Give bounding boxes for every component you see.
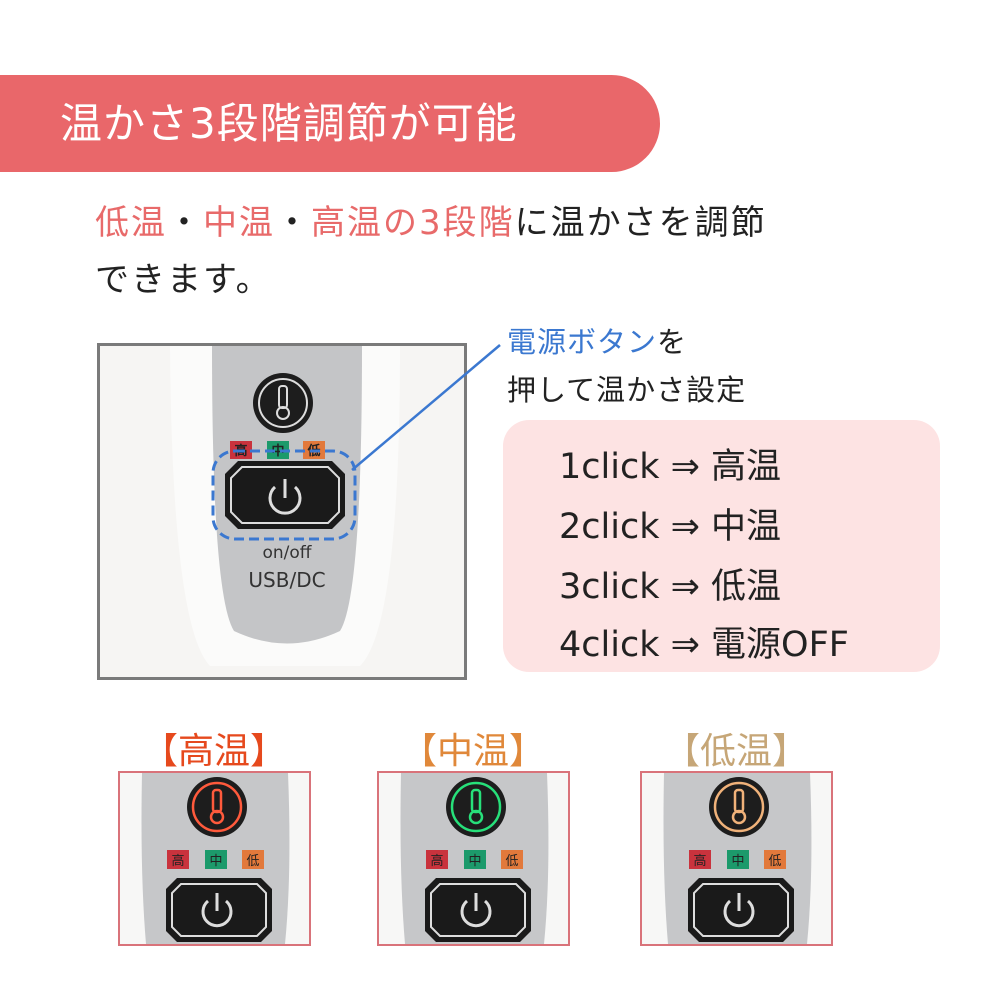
state-label-low: 【低温】 — [663, 731, 808, 772]
onoff-label: on/off — [262, 543, 312, 563]
thermometer-icon — [446, 777, 506, 837]
callout-line-2: 押して温かさ設定 — [507, 373, 747, 407]
indicator-mid — [205, 850, 227, 869]
click-item-2: 2click ⇒ 中温 — [559, 507, 782, 547]
state-photo-high: 高 中 低 — [118, 771, 311, 946]
callout-rest: を — [657, 325, 688, 359]
power-button[interactable] — [225, 461, 345, 529]
power-icon — [268, 479, 302, 515]
click-item-3: 3click ⇒ 低温 — [559, 567, 782, 607]
intro-line-2: できます。 — [95, 260, 272, 300]
power-icon — [460, 893, 492, 928]
indicator-low-label: 低 — [768, 854, 781, 869]
power-icon — [201, 893, 233, 928]
intro-high: 高温の3段階 — [311, 203, 515, 243]
indicator-low-label: 低 — [505, 854, 518, 869]
controller-illustration: 高 中 低 — [400, 773, 549, 944]
indicator-high — [689, 850, 711, 869]
controller-illustration: 高 中 低 — [663, 773, 812, 944]
controller-photo: 高 中 低 on/off USB/DC — [97, 343, 467, 680]
indicator-mid-label: 中 — [209, 854, 222, 869]
intro-low: 低温 — [95, 203, 167, 243]
indicator-high-label: 高 — [171, 853, 184, 869]
indicator-mid-label: 中 — [271, 443, 284, 459]
intro-dot-2: ・ — [275, 203, 311, 243]
banner-title: 温かさ3段階調節が可能 — [60, 99, 518, 148]
usb-dc-label: USB/DC — [248, 568, 325, 592]
title-banner: 温かさ3段階調節が可能 — [0, 75, 660, 172]
power-button[interactable] — [425, 878, 531, 942]
state-label-mid: 【中温】 — [400, 731, 545, 772]
indicator-mid-label: 中 — [468, 854, 481, 869]
indicator-mid — [727, 850, 749, 869]
controller-illustration: 高 中 低 on/off USB/DC — [170, 346, 400, 666]
indicator-mid — [267, 441, 289, 459]
thermometer-icon — [187, 777, 247, 837]
thermometer-icon — [709, 777, 769, 837]
click-instructions: 1click ⇒ 高温 2click ⇒ 中温 3click ⇒ 低温 4cli… — [503, 420, 940, 672]
state-photo-mid: 高 中 低 — [377, 771, 570, 946]
intro-mid: 中温 — [203, 203, 275, 243]
power-button[interactable] — [688, 878, 794, 942]
controller-illustration: 高 中 低 — [141, 773, 290, 944]
indicator-low — [242, 850, 264, 869]
intro-dot-1: ・ — [167, 203, 203, 243]
indicator-low — [501, 850, 523, 869]
intro-rest: に温かさを調節 — [514, 203, 767, 243]
indicator-high — [426, 850, 448, 869]
indicator-mid — [464, 850, 486, 869]
power-button-highlight — [211, 449, 357, 541]
indicator-high-label: 高 — [693, 853, 706, 869]
intro-line-1: 低温・中温・高温の3段階に温かさを調節 — [95, 195, 767, 244]
click-item-4: 4click ⇒ 電源OFF — [559, 625, 849, 665]
click-item-1: 1click ⇒ 高温 — [559, 447, 782, 487]
state-photo-low: 高 中 低 — [640, 771, 833, 946]
indicator-low — [764, 850, 786, 869]
callout-text: 電源ボタンを 押して温かさ設定 — [507, 318, 746, 414]
indicator-low-label: 低 — [246, 854, 259, 869]
power-icon — [723, 893, 755, 928]
thermometer-icon — [253, 373, 313, 433]
indicator-high — [167, 850, 189, 869]
indicator-mid-label: 中 — [731, 854, 744, 869]
power-button[interactable] — [166, 878, 272, 942]
indicator-high-label: 高 — [430, 853, 443, 869]
callout-highlight: 電源ボタン — [507, 325, 658, 359]
state-label-high: 【高温】 — [141, 731, 286, 772]
